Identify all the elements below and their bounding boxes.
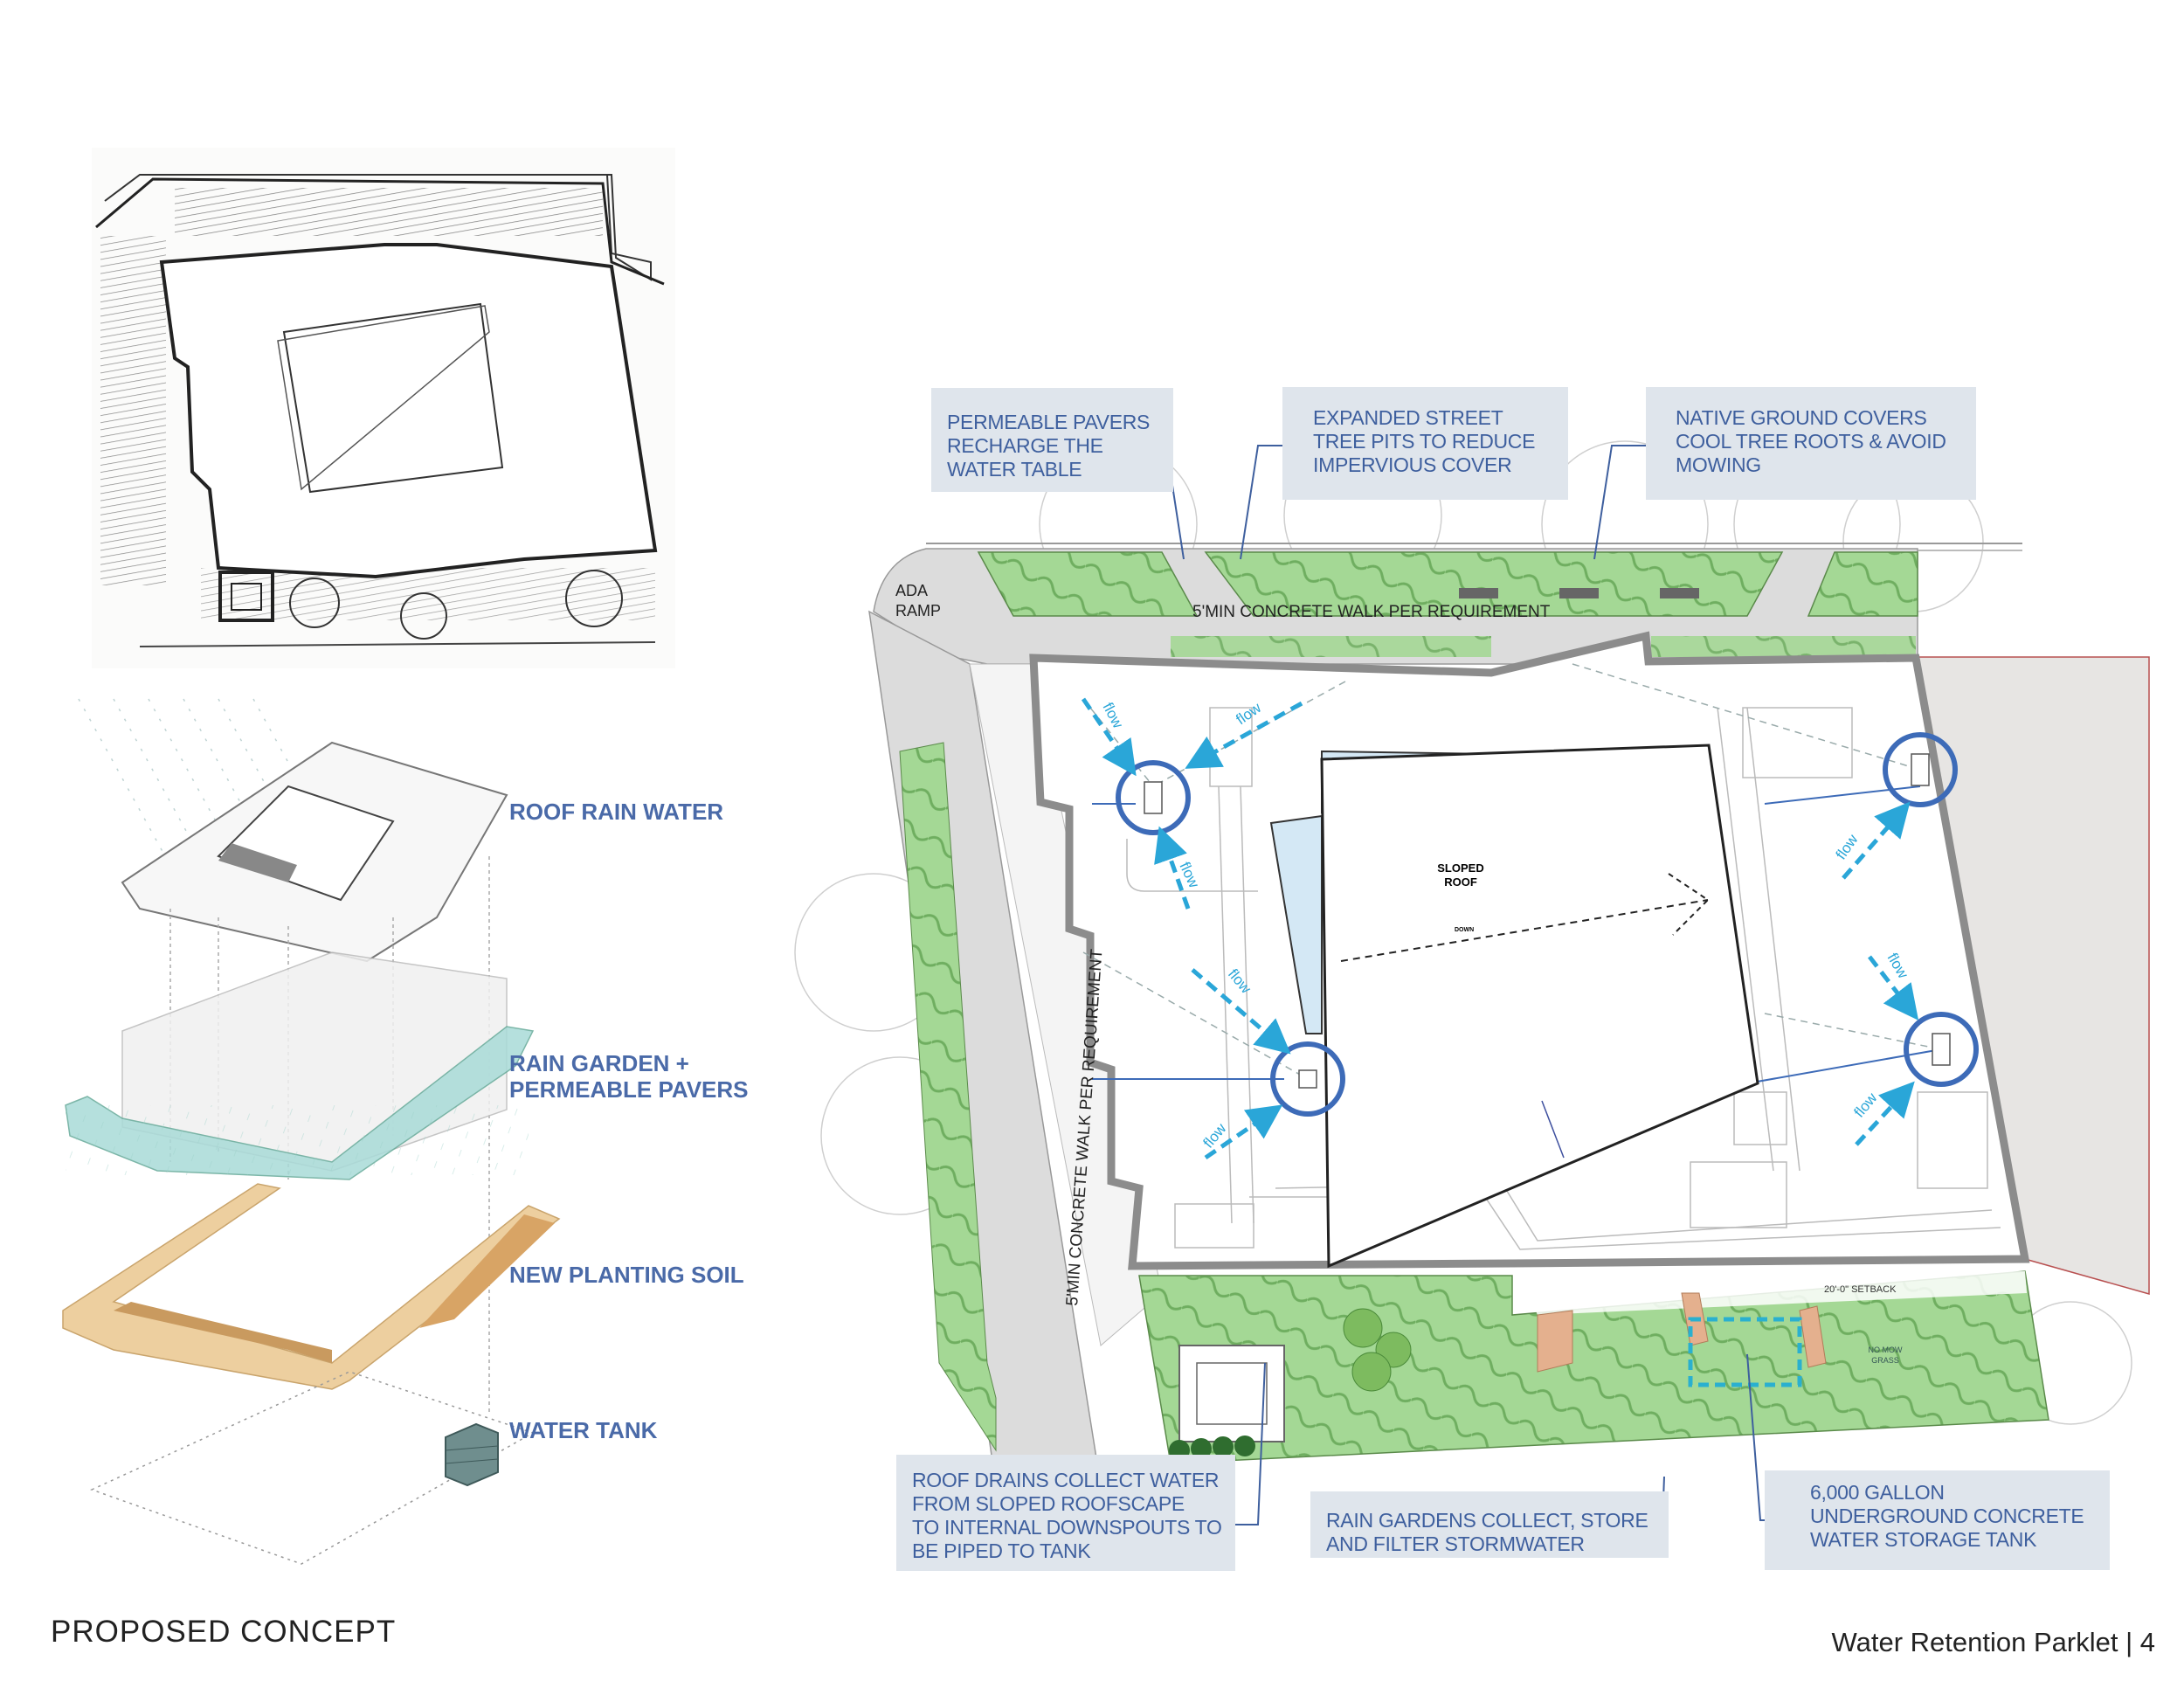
layer-label-rain-garden: RAIN GARDEN + PERMEABLE PAVERS: [509, 1050, 749, 1103]
callout-line: WATER STORAGE TANK: [1810, 1528, 2037, 1551]
setback-label: 20'-0" SETBACK: [1824, 1284, 1897, 1295]
planting-strip: [899, 742, 997, 1452]
skylight-glass: [1269, 814, 1323, 1034]
callout-roof-drains: ROOF DRAINS COLLECT WATER FROM SLOPED RO…: [896, 1455, 1235, 1571]
ada-ramp-label: RAMP: [895, 602, 941, 619]
planting-strip: [1171, 636, 1491, 657]
callout-rain-gardens: RAIN GARDENS COLLECT, STORE AND FILTER S…: [1310, 1491, 1669, 1558]
layer-label-planting-soil: NEW PLANTING SOIL: [509, 1262, 744, 1288]
layer-label-line: PERMEABLE PAVERS: [509, 1076, 749, 1103]
slope-label: DOWN: [1455, 927, 1474, 933]
callout-line: IMPERVIOUS COVER: [1313, 453, 1512, 476]
callout-line: UNDERGROUND CONCRETE: [1810, 1505, 2084, 1527]
planting-strip: [977, 551, 1199, 617]
planting-strip: [1807, 551, 1918, 617]
callout-permeable-pavers: PERMEABLE PAVERS RECHARGE THE WATER TABL…: [931, 388, 1173, 492]
callout-line: NATIVE GROUND COVERS: [1676, 406, 1927, 429]
callout-line: WATER TABLE: [947, 458, 1082, 481]
roof-drain-circle: [1883, 732, 1958, 807]
planting-strip: [1651, 636, 1916, 657]
water-tank-icon: [445, 1422, 499, 1487]
callout-line: EXPANDED STREET: [1313, 406, 1503, 429]
callout-line: BE PIPED TO TANK: [912, 1539, 1091, 1562]
street-walk-label: 5'MIN CONCRETE WALK PER REQUIREMENT: [1192, 603, 1551, 621]
callout-line: AND FILTER STORMWATER: [1326, 1532, 1585, 1555]
planting-strip: [1204, 551, 1784, 617]
roof-drain-circle: [1270, 1041, 1345, 1117]
callout-line: FROM SLOPED ROOFSCAPE: [912, 1492, 1185, 1515]
roof-label: ROOF: [1444, 875, 1477, 889]
planting-soil-layer: [62, 1183, 561, 1390]
callout-tank: 6,000 GALLON UNDERGROUND CONCRETE WATER …: [1765, 1470, 2110, 1570]
callout-line: COOL TREE ROOTS & AVOID: [1676, 430, 1946, 453]
roof-drain-circle: [1904, 1012, 1979, 1087]
callout-line: 6,000 GALLON: [1810, 1481, 1945, 1504]
layer-label-roof-rain-water: ROOF RAIN WATER: [509, 799, 724, 825]
callout-line: RECHARGE THE: [947, 434, 1103, 457]
callout-line: TREE PITS TO REDUCE: [1313, 430, 1536, 453]
callout-tree-pits: EXPANDED STREET TREE PITS TO REDUCE IMPE…: [1282, 387, 1568, 500]
roof-label: SLOPED: [1437, 861, 1483, 875]
concept-sketch: [92, 148, 675, 668]
exploded-axonometric: [62, 698, 561, 1565]
callout-line: MOWING: [1676, 453, 1761, 476]
section-title: PROPOSED CONCEPT: [51, 1615, 397, 1649]
callout-line: TO INTERNAL DOWNSPOUTS TO: [912, 1516, 1222, 1539]
layer-label-water-tank: WATER TANK: [509, 1417, 658, 1443]
ada-ramp-label: ADA: [895, 582, 928, 599]
page-label: Water Retention Parklet | 4: [1831, 1627, 2155, 1657]
grass-label: NO MOW: [1869, 1346, 1903, 1354]
layer-label-line: RAIN GARDEN +: [509, 1050, 689, 1076]
roof-drain-circle: [1116, 760, 1191, 835]
callout-ground-covers: NATIVE GROUND COVERS COOL TREE ROOTS & A…: [1646, 387, 1976, 500]
underground-tank-outline: [1688, 1317, 1802, 1387]
callout-line: ROOF DRAINS COLLECT WATER: [912, 1469, 1220, 1491]
callout-line: RAIN GARDENS COLLECT, STORE: [1326, 1509, 1648, 1532]
callout-line: PERMEABLE PAVERS: [947, 411, 1151, 433]
tank-base: [90, 1371, 535, 1565]
site-plan: SLOPED ROOF DOWN flow: [794, 436, 2150, 1525]
grass-label: GRASS: [1871, 1356, 1899, 1365]
sloped-roof: [1320, 744, 1759, 1269]
